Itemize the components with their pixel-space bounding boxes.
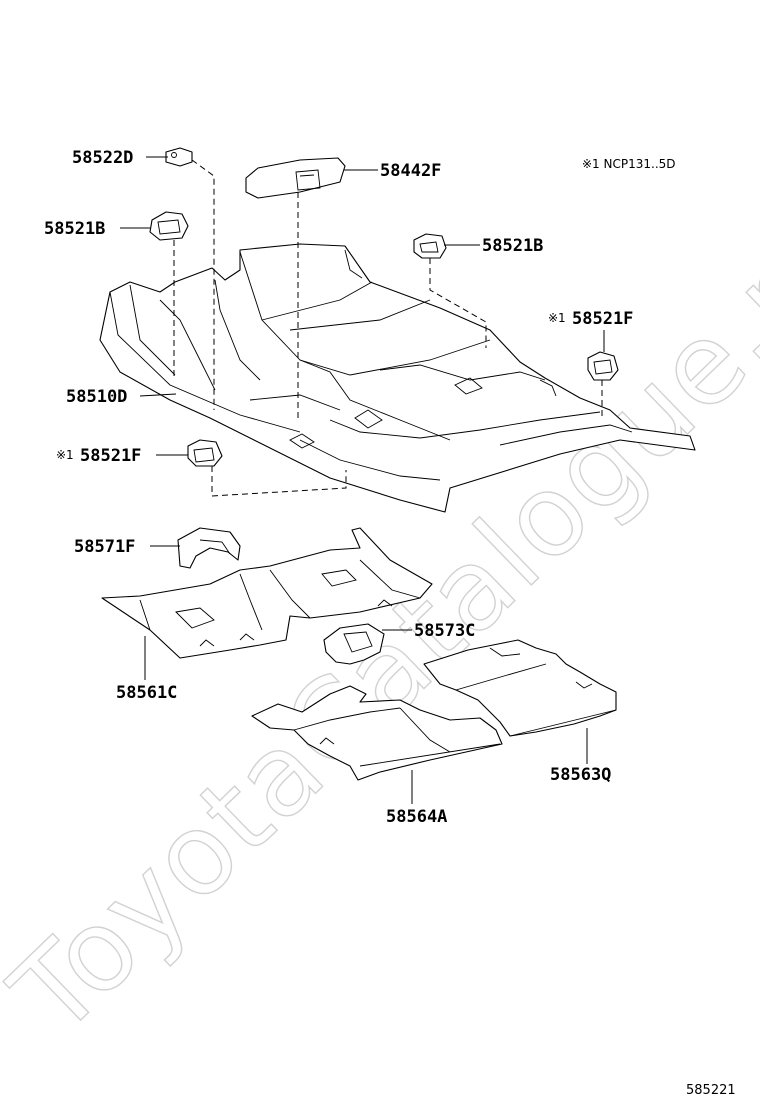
pad-58573C — [323, 623, 385, 665]
dash-58521F-left — [211, 466, 347, 497]
mat-58561C — [101, 527, 433, 659]
label-58510D: 58510D — [66, 387, 127, 407]
figure-id: 585221 — [686, 1083, 736, 1098]
mark-58521F-right: ※1 — [548, 311, 566, 325]
label-58563Q: 58563Q — [550, 765, 611, 785]
label-58442F: 58442F — [380, 161, 441, 181]
fastener-58521B-left — [149, 211, 189, 241]
mat-58564A — [251, 685, 503, 781]
insulator-58442F — [245, 157, 346, 199]
mark-58521F-left: ※1 — [56, 448, 74, 462]
floor-carpet-assembly — [99, 243, 696, 513]
mat-58563Q — [423, 639, 617, 737]
dash-58522D — [191, 159, 215, 410]
applicability-note: ※1 NCP131..5D — [582, 157, 676, 171]
clip-58522D — [165, 147, 193, 167]
label-58573C: 58573C — [414, 621, 475, 641]
label-58521B-left: 58521B — [44, 219, 105, 239]
label-58564A: 58564A — [386, 807, 447, 827]
pad-58571F — [177, 527, 241, 569]
label-58521F-right: 58521F — [572, 309, 633, 329]
label-58522D: 58522D — [72, 148, 133, 168]
label-58571F: 58571F — [74, 537, 135, 557]
fastener-58521F-right — [587, 351, 619, 381]
dash-58521B-right — [429, 258, 487, 348]
fastener-58521B-right — [413, 233, 447, 259]
label-58521B-right: 58521B — [482, 236, 543, 256]
label-58561C: 58561C — [116, 683, 177, 703]
label-58521F-left: 58521F — [80, 446, 141, 466]
fastener-58521F-left — [187, 439, 223, 467]
leader-58510D — [139, 393, 177, 397]
